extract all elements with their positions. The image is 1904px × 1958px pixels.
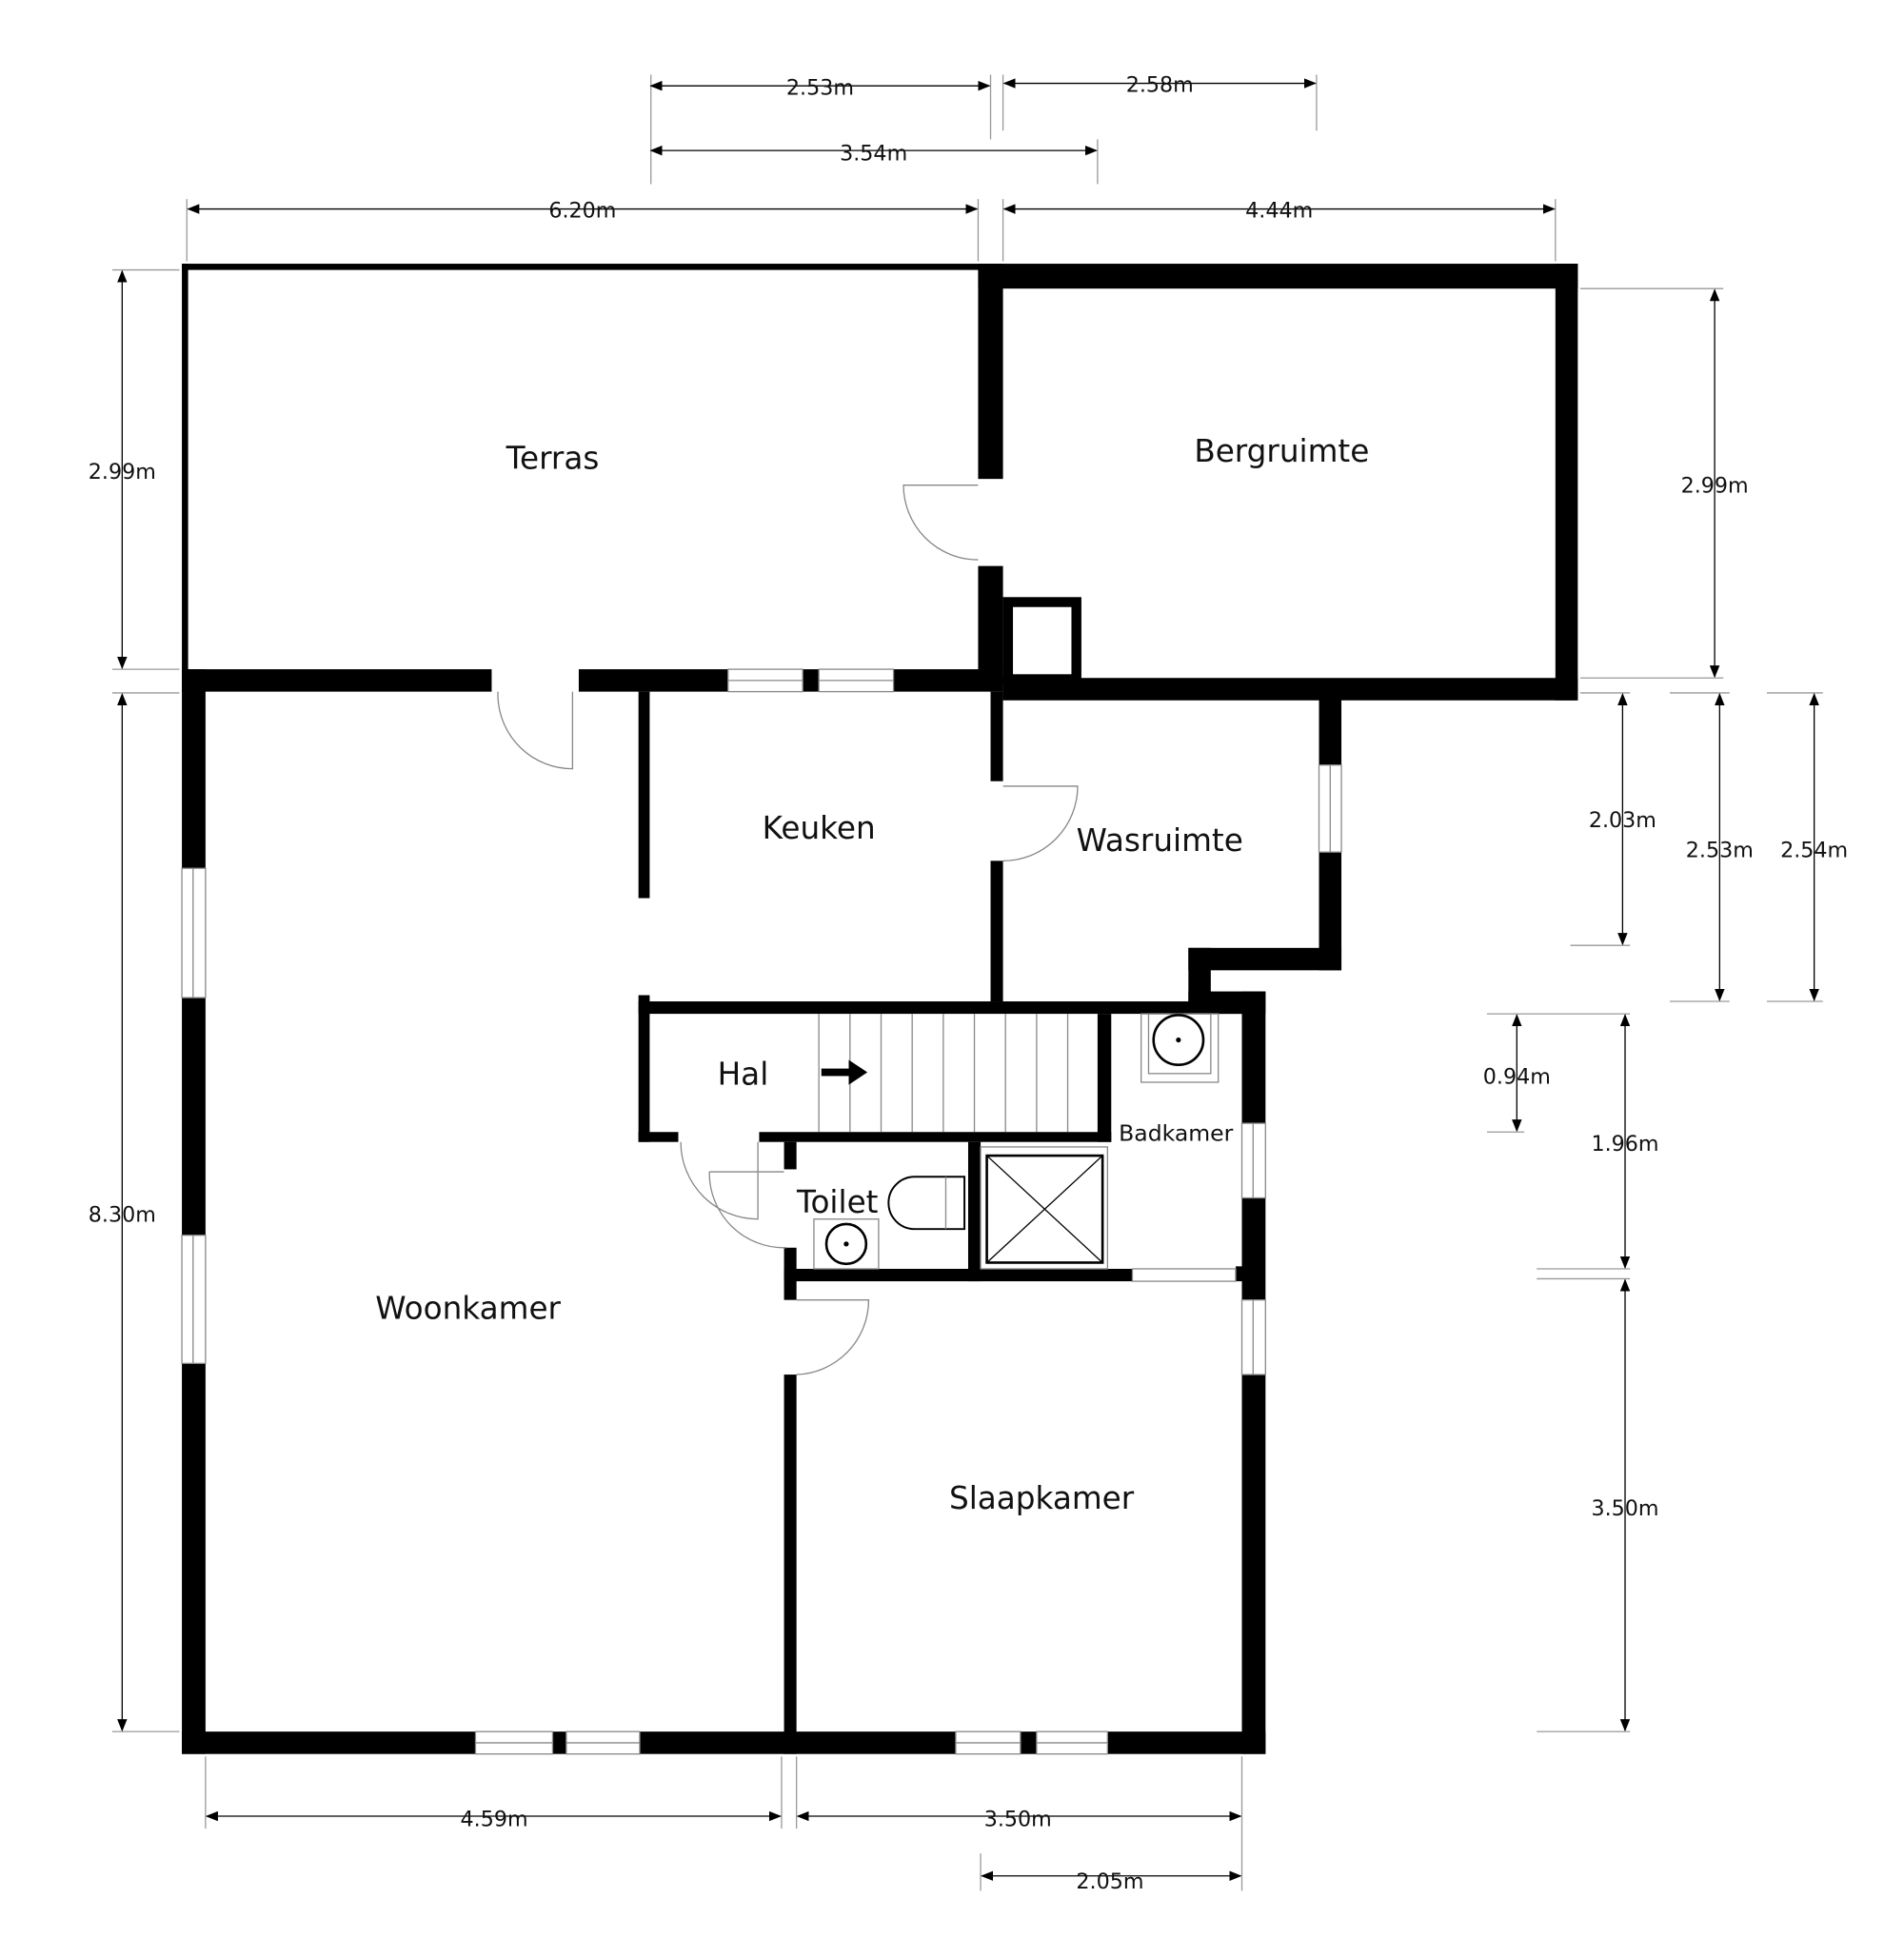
sink-icon [1140, 1013, 1220, 1083]
room-label-terras: Terras [506, 441, 600, 477]
dim-label: 1.96m [1591, 1132, 1658, 1157]
dim-label: 2.53m [786, 75, 854, 100]
doors [497, 485, 1079, 1375]
arrow-right-icon [821, 1059, 868, 1085]
dim-label: 2.05m [1076, 1869, 1143, 1894]
dim-label: 8.30m [89, 1202, 156, 1227]
fixtures [813, 1013, 1220, 1270]
dim-label: 2.54m [1780, 838, 1848, 862]
room-label-woonkamer: Woonkamer [375, 1290, 561, 1326]
room-label-hal: Hal [718, 1057, 769, 1093]
room-label-keuken: Keuken [763, 810, 876, 846]
room-label-wasruimte: Wasruimte [1077, 822, 1243, 859]
windows [181, 668, 1342, 1755]
dim-label: 3.54m [840, 142, 907, 167]
dim-label: 4.59m [461, 1807, 528, 1831]
dim-label: 2.99m [1681, 474, 1749, 499]
toilet-icon [887, 1176, 966, 1231]
shower-icon [980, 1146, 1109, 1270]
room-label-toilet: Toilet [796, 1184, 879, 1220]
dim-label: 3.50m [1591, 1496, 1658, 1521]
sink-icon [813, 1218, 880, 1270]
dim-label: 2.99m [89, 460, 156, 485]
dimension-lines: 2.53m 2.58m 3.54m 6.20m 4.44m 2.99m 8.30… [89, 73, 1848, 1894]
dim-label: 2.03m [1589, 808, 1656, 833]
dim-label: 0.94m [1483, 1064, 1551, 1089]
room-label-bergruimte: Bergruimte [1194, 433, 1369, 469]
walls [182, 264, 1578, 1754]
room-label-badkamer: Badkamer [1119, 1119, 1233, 1146]
dim-label: 6.20m [548, 199, 616, 224]
dim-label: 2.53m [1686, 838, 1754, 862]
room-label-slaapkamer: Slaapkamer [949, 1480, 1135, 1516]
dim-label: 2.58m [1126, 73, 1194, 98]
room-labels: Terras Bergruimte Keuken Wasruimte Hal T… [375, 433, 1369, 1516]
dim-label: 4.44m [1245, 199, 1313, 224]
dim-label: 3.50m [984, 1807, 1052, 1831]
staircase [818, 1014, 1069, 1133]
